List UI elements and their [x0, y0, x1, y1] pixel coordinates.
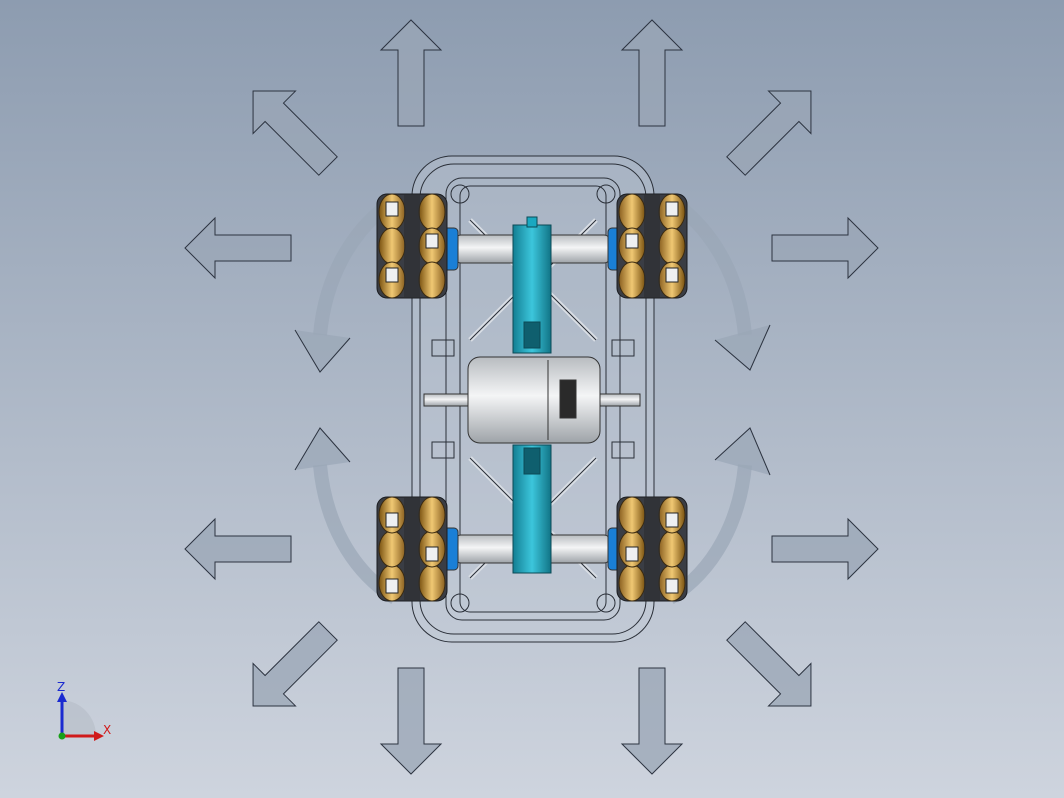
x-arrow-head-icon [94, 731, 104, 741]
wheel-front-right[interactable] [616, 193, 688, 299]
curved-arrow-head-icon [294, 427, 351, 471]
z-axis-label: Z [57, 680, 65, 694]
bracket [611, 441, 635, 459]
wheel-rear-left[interactable] [376, 496, 448, 602]
motor-connector [523, 321, 541, 349]
wheel-rear-right[interactable] [616, 496, 688, 602]
mount-hole [596, 593, 616, 613]
bracket [611, 339, 635, 357]
curved-arrow-head-icon [714, 427, 771, 476]
curved-arrow-head-icon [294, 329, 351, 373]
y-axis-icon [58, 732, 66, 740]
curved-arrow-head-icon [714, 324, 771, 371]
gear-motor-front[interactable] [512, 216, 552, 354]
motor-shaft-right [597, 393, 641, 407]
x-axis-label: X [103, 723, 111, 737]
coordinate-triad-icon: Z X [57, 680, 111, 741]
mount-hole [450, 593, 470, 613]
motor-body [467, 356, 601, 444]
gearbox-shaft [526, 216, 538, 228]
chassis-brace-rear-outline [469, 457, 597, 579]
motor-label-plate [559, 379, 577, 419]
triad-plane [62, 700, 97, 736]
motor-connector [523, 447, 541, 475]
gear-motor-rear[interactable] [512, 444, 552, 574]
dc-motor[interactable] [423, 356, 641, 444]
motor-shaft-left [423, 393, 473, 407]
gearbox-front [512, 224, 552, 354]
mount-hole [596, 184, 616, 204]
bracket [431, 339, 455, 357]
mount-hole [450, 184, 470, 204]
z-arrow-head-icon [57, 692, 67, 702]
wheel-front-left[interactable] [376, 193, 448, 299]
bracket [431, 441, 455, 459]
chassis-inner-outline [419, 163, 647, 635]
